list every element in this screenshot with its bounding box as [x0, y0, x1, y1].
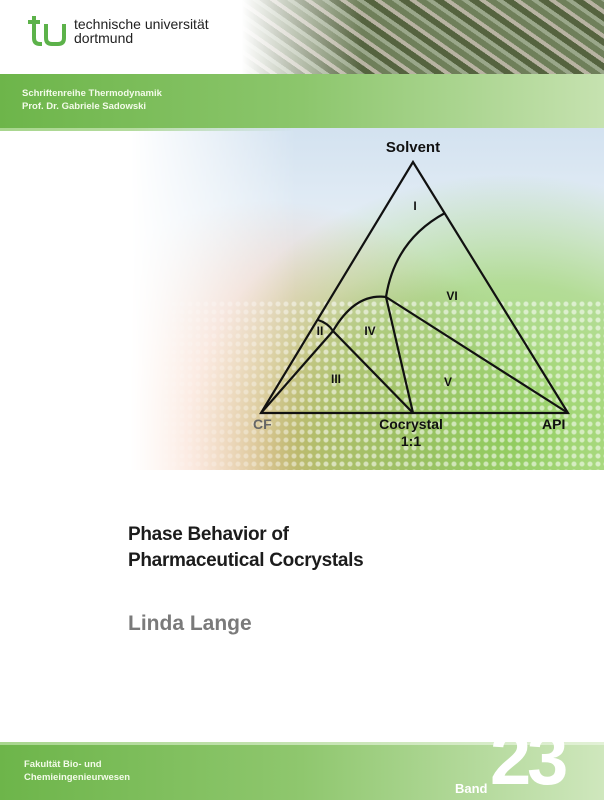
region-label-v: V — [444, 375, 452, 389]
region-label-vi: VI — [446, 289, 457, 303]
series-name: Schriftenreihe Thermodynamik — [22, 88, 162, 99]
tu-dortmund-logo: technische universität dortmund — [24, 14, 209, 48]
volume-number: 23 — [490, 717, 568, 800]
campus-aerial-photo — [0, 0, 604, 75]
region-label-ii: II — [317, 324, 324, 338]
band-divider-bottom — [0, 742, 604, 745]
vertex-label-ratio: 1:1 — [401, 433, 421, 449]
book-title-line1: Phase Behavior of — [128, 524, 289, 545]
series-band: Schriftenreihe Thermodynamik Prof. Dr. G… — [0, 74, 604, 128]
faculty-name-line2: Chemieingenieurwesen — [24, 772, 131, 783]
university-name-line2: dortmund — [74, 30, 134, 46]
vertex-label-solvent: Solvent — [386, 139, 440, 156]
volume-label: Band — [455, 781, 488, 796]
tu-logo-icon — [28, 16, 66, 46]
book-title-line2: Pharmaceutical Cocrystals — [128, 550, 364, 571]
region-label-iii: III — [331, 372, 341, 386]
vertex-label-api: API — [542, 416, 565, 432]
vertex-label-cocrystal: Cocrystal — [379, 416, 443, 432]
series-editor: Prof. Dr. Gabriele Sadowski — [22, 101, 147, 112]
university-name-line1: technische universität — [74, 16, 209, 32]
book-title: Phase Behavior of Pharmaceutical Cocryst… — [128, 522, 364, 574]
faculty-band: Fakultät Bio- und Chemieingenieurwesen — [0, 745, 604, 800]
book-author: Linda Lange — [128, 612, 252, 635]
faculty-name-line1: Fakultät Bio- und — [24, 759, 102, 770]
region-label-i: I — [413, 199, 416, 213]
vertex-label-cf: CF — [253, 416, 272, 432]
region-label-iv: IV — [364, 324, 375, 338]
